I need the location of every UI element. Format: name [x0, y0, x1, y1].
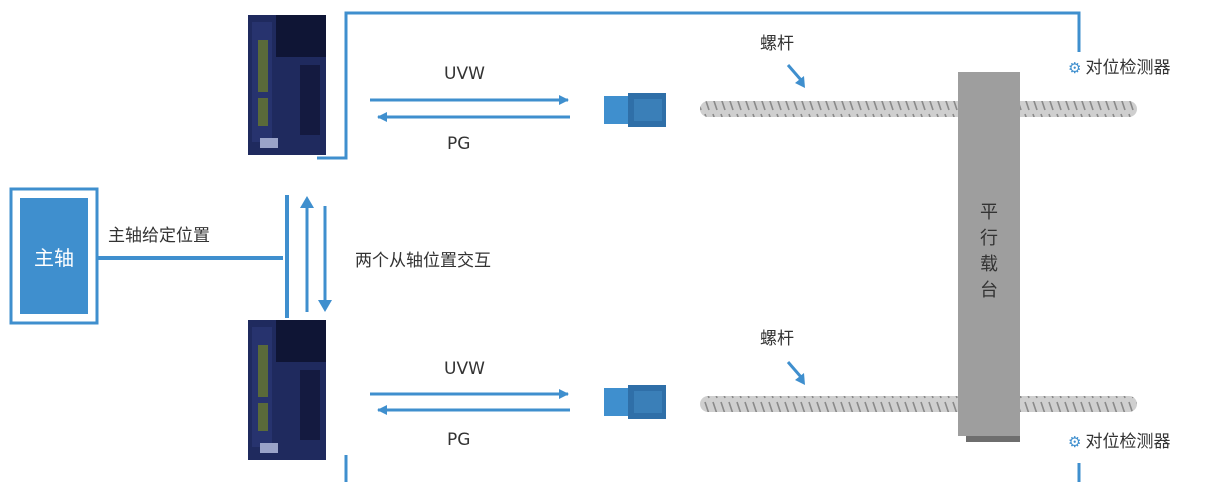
- interaction-label: 两个从轴位置交互: [355, 251, 491, 271]
- master-axis: [9, 187, 99, 325]
- parallel-stage: [958, 72, 1020, 436]
- feedback-line-top: [317, 11, 1081, 160]
- screw-label-top: 螺杆: [760, 34, 794, 54]
- uvw-label-top: UVW: [444, 64, 485, 84]
- uvw-label-bottom: UVW: [444, 359, 485, 379]
- servo-drive-top: [248, 15, 326, 155]
- interaction-arrows: [300, 196, 332, 312]
- screw-pointer-bottom: [786, 361, 803, 378]
- stage-char: 台: [980, 280, 998, 301]
- detector-bottom: ⚙对位检测器: [1068, 434, 1170, 451]
- stage-char: 行: [980, 228, 998, 249]
- gear-icon: ⚙: [1068, 59, 1082, 77]
- gear-icon: ⚙: [1068, 433, 1082, 451]
- pg-label-bottom: PG: [447, 430, 471, 450]
- servo-motor-top: [604, 93, 666, 127]
- master-axis-label: 主轴: [34, 245, 74, 270]
- ball-screw-top: [700, 101, 1137, 117]
- stage-char: 载: [980, 254, 998, 275]
- servo-motor-bottom: [604, 385, 666, 419]
- stage-char: 平: [980, 202, 998, 223]
- screw-label-bottom: 螺杆: [760, 329, 794, 349]
- detector-label-top: 对位检测器: [1085, 58, 1171, 78]
- master-position-label: 主轴给定位置: [108, 226, 210, 246]
- detector-top: ⚙对位检测器: [1068, 60, 1170, 77]
- screw-pointer-top: [786, 64, 803, 81]
- detector-label-bottom: 对位检测器: [1085, 432, 1171, 452]
- servo-drive-bottom: [248, 320, 326, 460]
- parallel-stage-label: 平 行 载 台: [958, 200, 1020, 304]
- pg-label-top: PG: [447, 134, 471, 154]
- ball-screw-bottom: [700, 396, 1137, 412]
